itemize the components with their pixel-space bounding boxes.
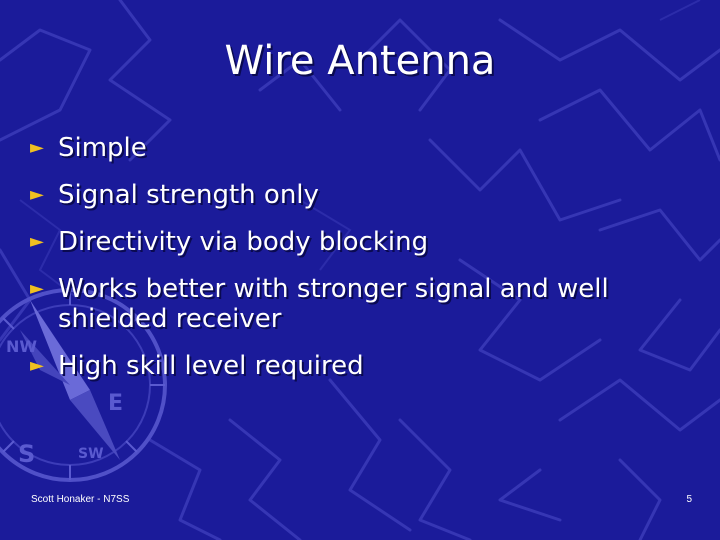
page-number: 5: [686, 494, 692, 505]
bullet-list: ► Simple ► Signal strength only ► Direct…: [30, 133, 690, 398]
bullet-item: ► Signal strength only: [30, 180, 690, 210]
bullet-item: ► Works better with stronger signal and …: [30, 274, 690, 334]
bullet-arrow-icon: ►: [30, 278, 44, 299]
compass-label-e: E: [108, 391, 123, 416]
footer-author: Scott Honaker - N7SS: [31, 494, 130, 505]
bullet-item: ► Simple: [30, 133, 690, 163]
bullet-text: Directivity via body blocking: [58, 227, 429, 257]
bullet-text: High skill level required: [58, 351, 364, 381]
bullet-text: Simple: [58, 133, 147, 163]
slide-title: Wire Antenna: [224, 38, 496, 84]
bullet-text: Signal strength only: [58, 180, 319, 210]
bullet-arrow-icon: ►: [30, 355, 44, 376]
bullet-arrow-icon: ►: [30, 231, 44, 252]
bullet-arrow-icon: ►: [30, 184, 44, 205]
compass-label-sw: SW: [78, 446, 104, 462]
bullet-arrow-icon: ►: [30, 137, 44, 158]
bullet-text: Works better with stronger signal and we…: [58, 274, 609, 334]
bullet-item: ► Directivity via body blocking: [30, 227, 690, 257]
compass-graphic: [0, 288, 167, 482]
bullet-item: ► High skill level required: [30, 351, 690, 381]
compass-label-nw: NW: [6, 337, 37, 356]
compass-label-s: S: [18, 440, 35, 468]
